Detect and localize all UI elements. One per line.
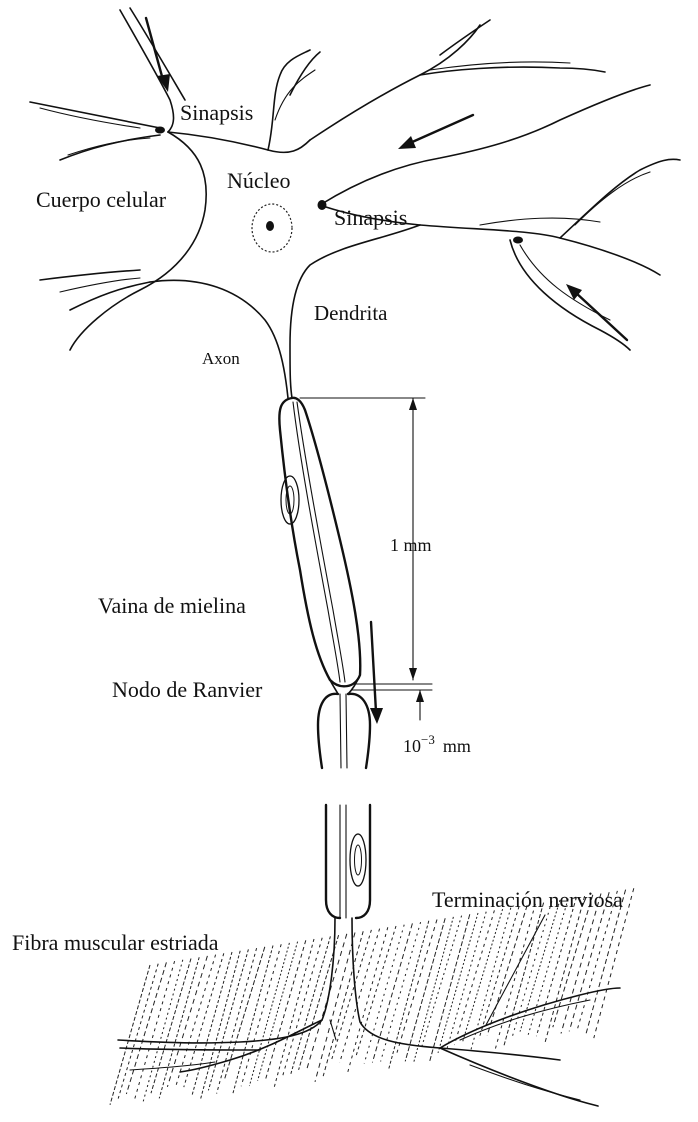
striation-line [545, 896, 585, 1044]
conduction-arrow [370, 622, 383, 724]
striation-line [536, 897, 576, 1036]
striation-line [208, 949, 248, 1090]
label-nodo-ranvier: Nodo de Ranvier [112, 677, 263, 702]
myelin-sheath-bottom [326, 805, 370, 918]
striation-line [217, 948, 257, 1093]
striation-line [430, 914, 470, 1061]
striation-line [126, 962, 166, 1094]
label-axon: Axon [202, 349, 240, 368]
striation-line [290, 936, 330, 1075]
signal-arrow-lower-right [566, 284, 627, 340]
striation-line [528, 899, 568, 1035]
terminacion-leader [486, 915, 545, 1025]
label-1mm: 1 mm [390, 535, 432, 555]
striation-line [487, 905, 527, 1035]
striation-line [569, 892, 609, 1031]
label-sinapsis-top: Sinapsis [180, 100, 253, 125]
striation-line [143, 960, 183, 1103]
striation-line [495, 904, 535, 1049]
striation-line [258, 942, 298, 1081]
striation-line [299, 935, 339, 1070]
striation-line [479, 907, 519, 1039]
myelin-sheath-lower [318, 694, 370, 768]
striation-line [135, 961, 175, 1099]
striation-line [405, 918, 445, 1061]
striation-line [331, 930, 371, 1060]
striation-line [159, 957, 199, 1098]
striation-line [192, 952, 232, 1095]
label-cuerpo-celular: Cuerpo celular [36, 187, 167, 212]
striation-line [233, 946, 273, 1094]
striation-line [397, 920, 437, 1053]
striation-line [348, 927, 388, 1072]
label-nucleo: Núcleo [227, 168, 291, 193]
striation-line [118, 964, 158, 1099]
label-dendrita: Dendrita [314, 301, 388, 325]
label-sinapsis-right: Sinapsis [334, 205, 407, 230]
striation-line [446, 912, 486, 1052]
striation-line [413, 917, 453, 1064]
striation-line [504, 903, 544, 1047]
nucleus [252, 204, 292, 252]
striation-line [151, 959, 191, 1094]
striation-line [266, 940, 306, 1078]
striation-line [315, 933, 355, 1082]
label-vaina-mielina: Vaina de mielina [98, 593, 246, 618]
signal-arrow-upper-right [398, 115, 473, 149]
striation-line [200, 951, 240, 1101]
label-fibra-muscular: Fibra muscular estriada [12, 930, 219, 955]
myelin-sheath-upper [279, 398, 360, 687]
striation-line [241, 944, 281, 1086]
striation-line [561, 894, 601, 1034]
muscle-striations [110, 888, 634, 1105]
label-terminacion-nerviosa: Terminación nerviosa [432, 887, 623, 912]
